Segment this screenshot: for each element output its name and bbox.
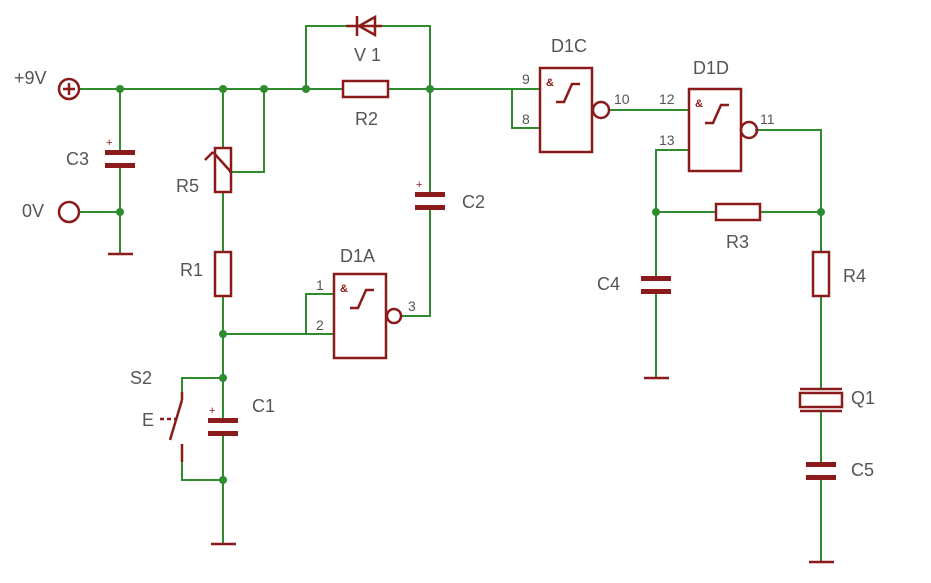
pin-9: 9 (522, 71, 530, 87)
diode-v1 (346, 14, 382, 38)
label-d1a: D1A (340, 246, 375, 266)
label-q1: Q1 (851, 388, 875, 408)
pin-labels: 1 2 3 9 8 10 12 13 11 (316, 71, 775, 333)
label-c1: C1 (252, 396, 275, 416)
potentiometer-r5 (204, 146, 233, 194)
junction-dot (260, 85, 268, 93)
junction-dot (219, 476, 227, 484)
gate-and-symbol: & (340, 283, 348, 295)
pin-8: 8 (522, 111, 530, 127)
label-r2: R2 (355, 109, 378, 129)
wire-s2-bottom (181, 461, 224, 481)
label-vzero: 0V (22, 201, 44, 221)
label-d1c: D1C (551, 36, 587, 56)
wire-c2-bottom (401, 209, 431, 317)
pin-12: 12 (659, 91, 675, 107)
capacitor-c2: + (415, 179, 445, 210)
junction-dot (302, 85, 310, 93)
label-c5: C5 (851, 460, 874, 480)
resistor-r3 (714, 202, 762, 222)
junction-dot (219, 330, 227, 338)
wire-r5-wiper (229, 88, 265, 173)
wire-diode-loop-right (381, 25, 431, 90)
wire-s2-top (181, 377, 224, 393)
capacitor-c3: + (105, 137, 135, 168)
label-r1: R1 (180, 260, 203, 280)
vzero-terminal (57, 200, 81, 224)
junction-dot (426, 85, 434, 93)
pin-1: 1 (316, 277, 324, 293)
junction-dot (817, 208, 825, 216)
junction-dot (652, 208, 660, 216)
schmitt-trigger-icon (350, 288, 374, 310)
pin-13: 13 (659, 132, 675, 148)
wire-diode-loop (305, 25, 347, 90)
gate-and-symbol: & (695, 98, 703, 110)
polarity-mark: + (416, 179, 422, 191)
junctions (116, 85, 825, 484)
wire-d1d-output (755, 129, 822, 253)
schmitt-trigger-icon (705, 103, 729, 125)
gate-d1d: & (687, 87, 759, 173)
label-v1: V 1 (354, 45, 381, 65)
gate-and-symbol: & (546, 77, 554, 89)
crystal-q1 (798, 387, 844, 413)
junction-dot (219, 374, 227, 382)
label-r3: R3 (726, 232, 749, 252)
label-r5: R5 (176, 176, 199, 196)
pin-10: 10 (614, 91, 630, 107)
label-c3: C3 (66, 149, 89, 169)
polarity-mark: + (209, 405, 215, 417)
capacitor-c1: + (208, 405, 238, 436)
polarity-mark: + (106, 137, 112, 149)
wire-d1c-pin8 (511, 88, 541, 129)
resistor-r2 (341, 79, 390, 99)
component-labels: +9V 0V C3 R5 R1 V 1 R2 C2 D1A S2 C1 D1C … (14, 36, 875, 480)
switch-actuator-mark: E (142, 410, 154, 430)
label-d1d: D1D (693, 58, 729, 78)
wire-d1a-inputs (305, 293, 335, 335)
gate-d1a: & (332, 272, 403, 360)
capacitor-c4 (641, 276, 671, 294)
vplus-terminal (57, 77, 81, 101)
switch-s2 (160, 392, 184, 462)
junction-dot (116, 208, 124, 216)
resistor-r1 (213, 250, 233, 298)
label-c2: C2 (462, 192, 485, 212)
label-c4: C4 (597, 274, 620, 294)
capacitor-c5 (806, 462, 836, 480)
label-s2: S2 (130, 368, 152, 388)
label-vplus: +9V (14, 68, 47, 88)
pin-11: 11 (760, 111, 775, 127)
junction-dot (116, 85, 124, 93)
junction-dot (219, 85, 227, 93)
label-r4: R4 (843, 266, 866, 286)
wires (79, 25, 822, 563)
wire-d1d-pin13 (655, 149, 690, 213)
gate-d1c: & (538, 66, 611, 154)
resistor-r4 (811, 250, 831, 298)
schmitt-trigger-icon (556, 82, 580, 104)
pin-2: 2 (316, 317, 324, 333)
pin-3: 3 (408, 298, 416, 314)
